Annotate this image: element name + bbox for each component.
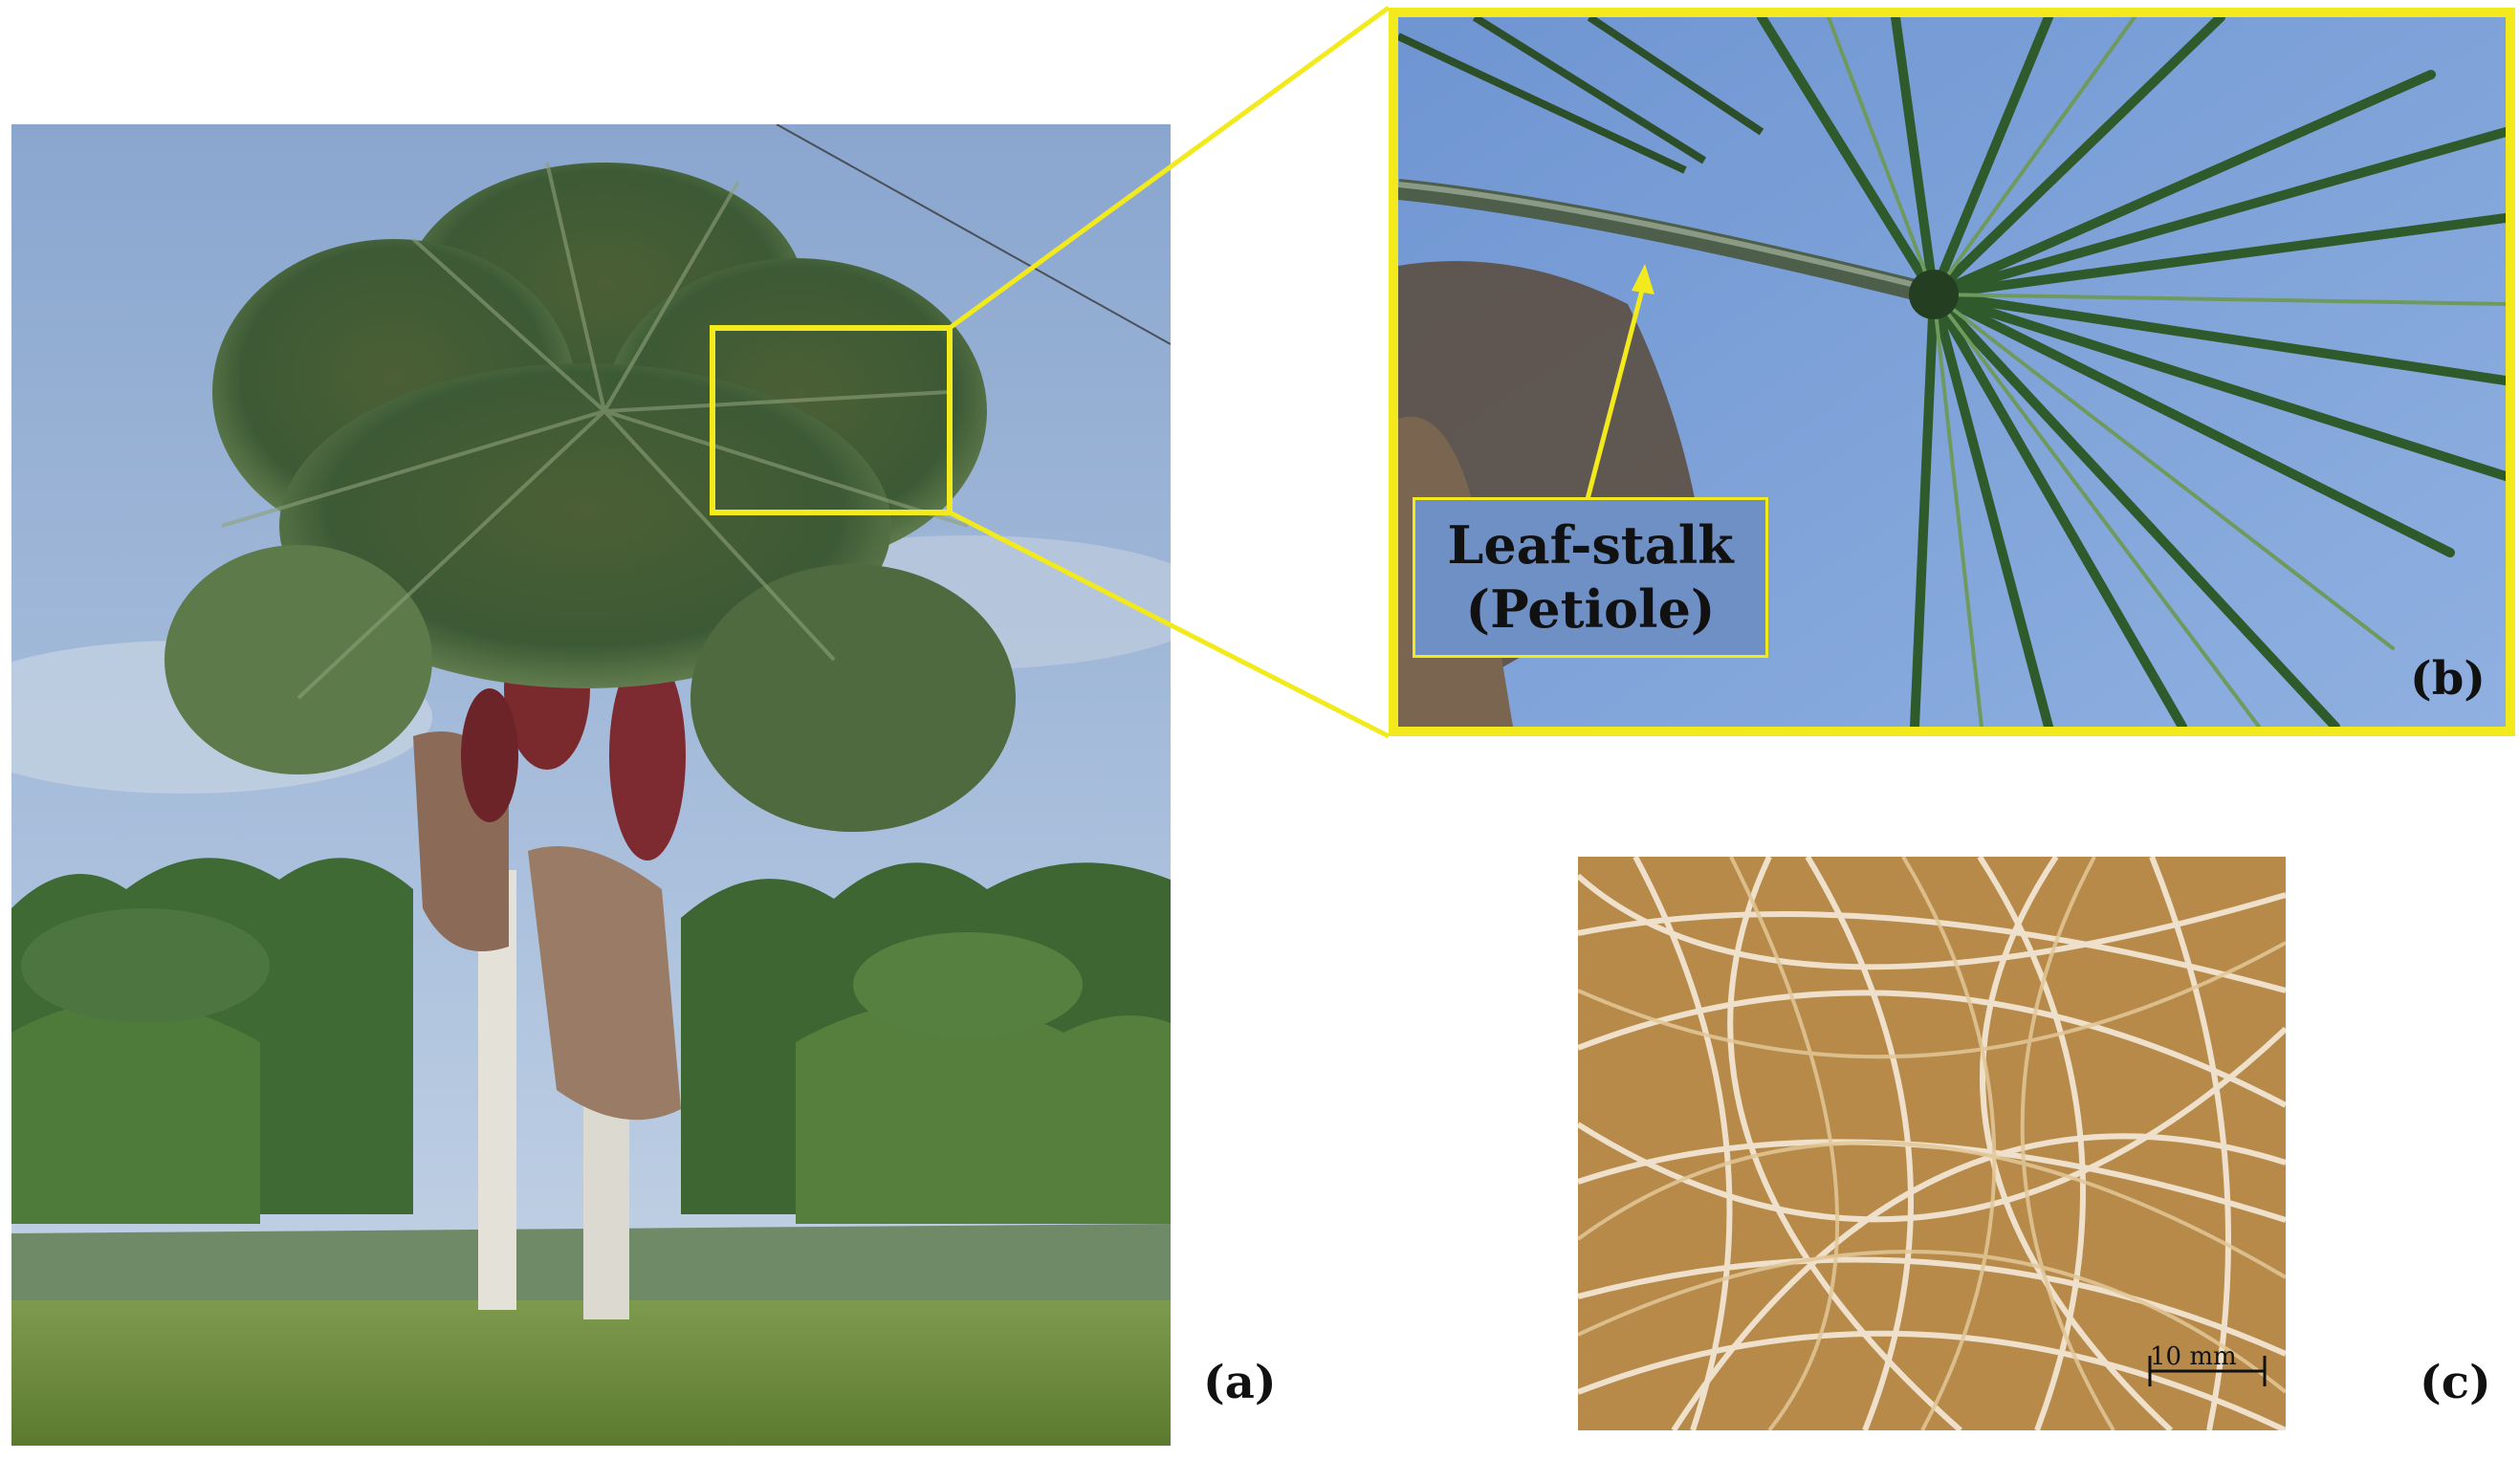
callout-line-2: (Petiole) — [1465, 578, 1716, 640]
leaf-stalk-callout: Leaf-stalk (Petiole) — [1413, 497, 1768, 658]
fiber-illustration — [1578, 857, 2286, 1430]
panel-label-a: (a) — [1203, 1356, 1277, 1409]
panel-label-b: (b) — [2410, 652, 2486, 706]
palm-tree-photo — [11, 124, 1171, 1446]
palm-tree-illustration — [11, 124, 1171, 1446]
fiber-photo — [1578, 857, 2286, 1430]
scale-bar-label: 10 mm — [2150, 1342, 2237, 1371]
panel-label-c: (c) — [2420, 1356, 2491, 1409]
scale-bar — [2148, 1356, 2267, 1386]
callout-line-1: Leaf-stalk — [1447, 513, 1734, 576]
